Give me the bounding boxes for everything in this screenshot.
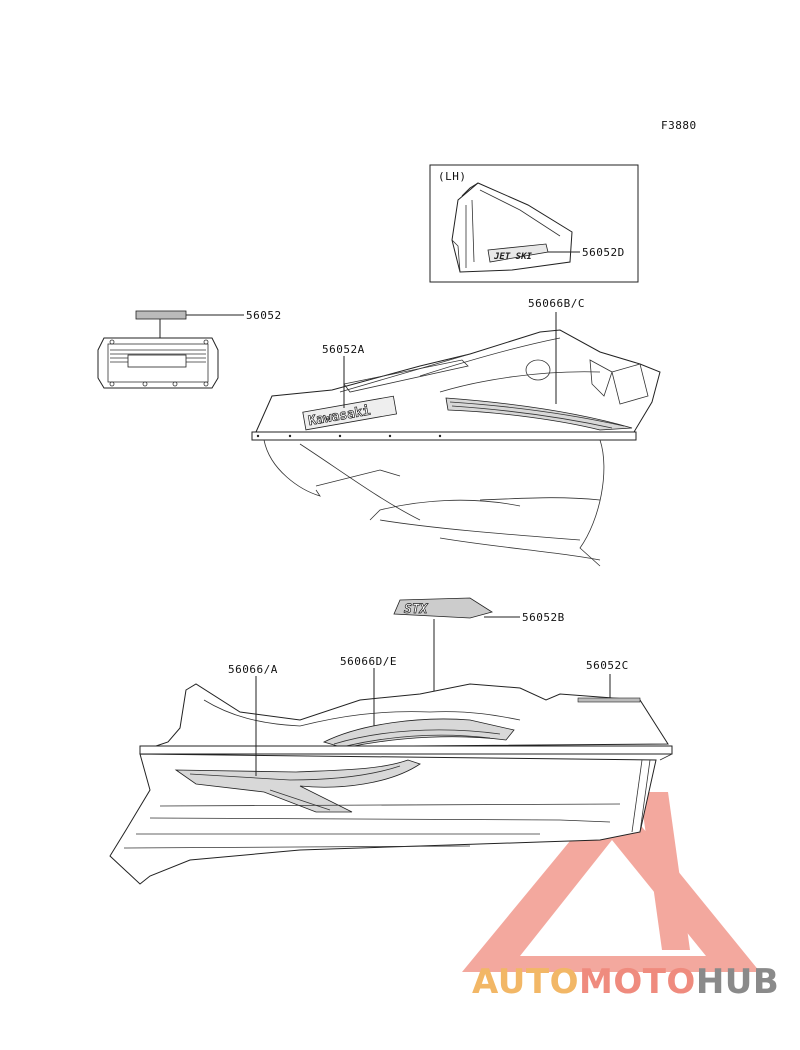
- inset-lh: (LH) JET SKI 56052D: [429, 164, 639, 283]
- watermark-part-auto: AUTO: [472, 962, 579, 1002]
- label-56066DE: 56066D/E: [340, 655, 397, 668]
- watermark-part-moto: MOTO: [578, 962, 696, 1002]
- inset-frame: [429, 164, 639, 283]
- watermark-part-hub: HUB: [695, 962, 780, 1002]
- upper-hull-view: Kawasaki 56052A 56066B/C: [251, 297, 661, 567]
- watermark-text: AUTOMOTOHUB: [472, 962, 779, 1002]
- label-56052D: 56052D: [582, 246, 625, 259]
- label-56066A: 56066/A: [228, 663, 278, 676]
- label-56052: 56052: [246, 309, 282, 322]
- watermark-logo-icon: [462, 790, 760, 972]
- label-56066BC: 56066B/C: [528, 297, 585, 310]
- stx-decal: STX: [404, 602, 429, 617]
- lower-hull-view: STX 56052B 56052C 56066/A: [109, 597, 673, 885]
- decal-56052-group: 56052: [97, 309, 282, 389]
- label-56052B: 56052B: [522, 611, 565, 624]
- label-56052C: 56052C: [586, 659, 629, 672]
- figure-code: F3880: [661, 119, 697, 132]
- inset-label: (LH): [438, 170, 467, 183]
- jetski-decal: JET SKI: [493, 252, 533, 262]
- label-56052A: 56052A: [322, 343, 365, 356]
